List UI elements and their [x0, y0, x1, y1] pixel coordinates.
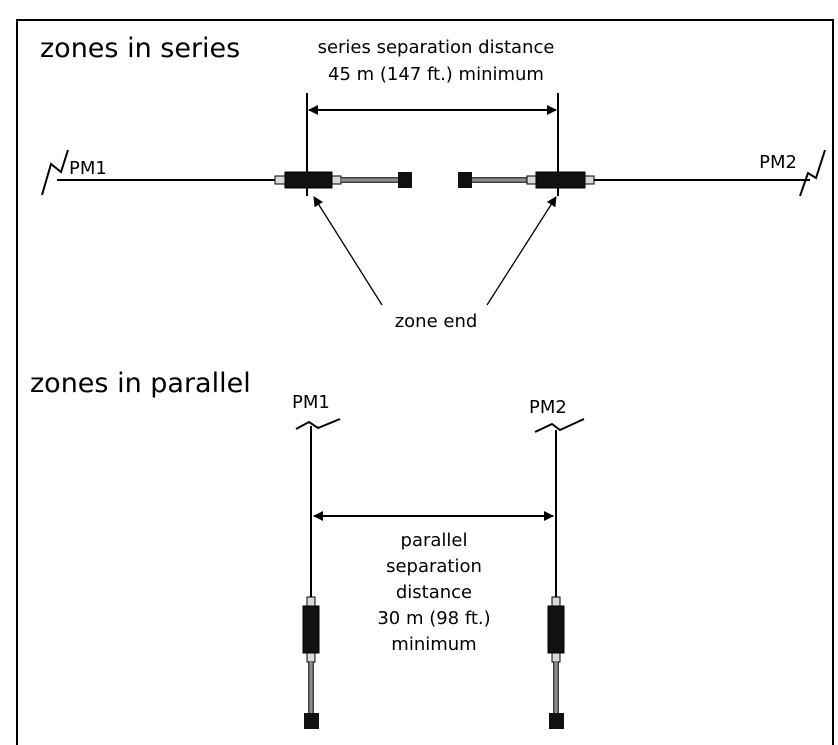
pm2-break-mark	[799, 149, 826, 197]
series-pm2-label: PM2	[759, 152, 797, 173]
parallel-distance-line-3: distance	[396, 582, 472, 603]
right-connector	[584, 175, 595, 185]
parallel-right-zone-end-body	[547, 605, 565, 654]
zone-end-label: zone end	[395, 311, 478, 332]
left-terminator	[398, 172, 412, 188]
left-connector	[274, 175, 286, 185]
parallel-pm1-break-mark	[295, 418, 341, 430]
left-connector-inner	[331, 175, 342, 185]
parallel-left-connector-top	[306, 596, 316, 607]
parallel-left-terminator	[304, 713, 319, 729]
parallel-section: zones in parallel PM1 PM2 parallel separ…	[30, 368, 585, 729]
series-section: zones in series series separation distan…	[40, 33, 826, 332]
parallel-pm2-break-mark	[534, 418, 585, 433]
parallel-pm2-label: PM2	[529, 397, 567, 418]
zone-end-pointer-right	[486, 196, 557, 306]
parallel-left-connector-bottom	[306, 652, 316, 663]
zone-end-pointer-left	[313, 196, 383, 306]
parallel-distance-line-1: parallel	[401, 530, 468, 551]
right-connector-inner	[526, 175, 537, 185]
series-distance-label: series separation distance	[318, 37, 555, 58]
parallel-right-connector-top	[551, 596, 561, 607]
series-pm1-label: PM1	[69, 158, 107, 179]
parallel-left-zone-end-body	[302, 605, 320, 654]
parallel-right-connector-bottom	[551, 652, 561, 663]
parallel-pm1-label: PM1	[292, 392, 330, 413]
parallel-distance-line-4: 30 m (98 ft.)	[377, 608, 490, 629]
parallel-title: zones in parallel	[30, 368, 251, 399]
parallel-distance-line-5: minimum	[391, 634, 476, 655]
right-zone-end-body	[535, 171, 586, 189]
parallel-right-terminator	[549, 713, 564, 729]
series-title: zones in series	[40, 33, 240, 64]
series-distance-value: 45 m (147 ft.) minimum	[328, 64, 544, 85]
parallel-distance-line-2: separation	[386, 556, 482, 577]
diagram-frame	[16, 19, 834, 745]
right-terminator	[458, 172, 472, 188]
pm1-break-mark	[41, 149, 69, 196]
left-zone-end-body	[284, 171, 333, 189]
